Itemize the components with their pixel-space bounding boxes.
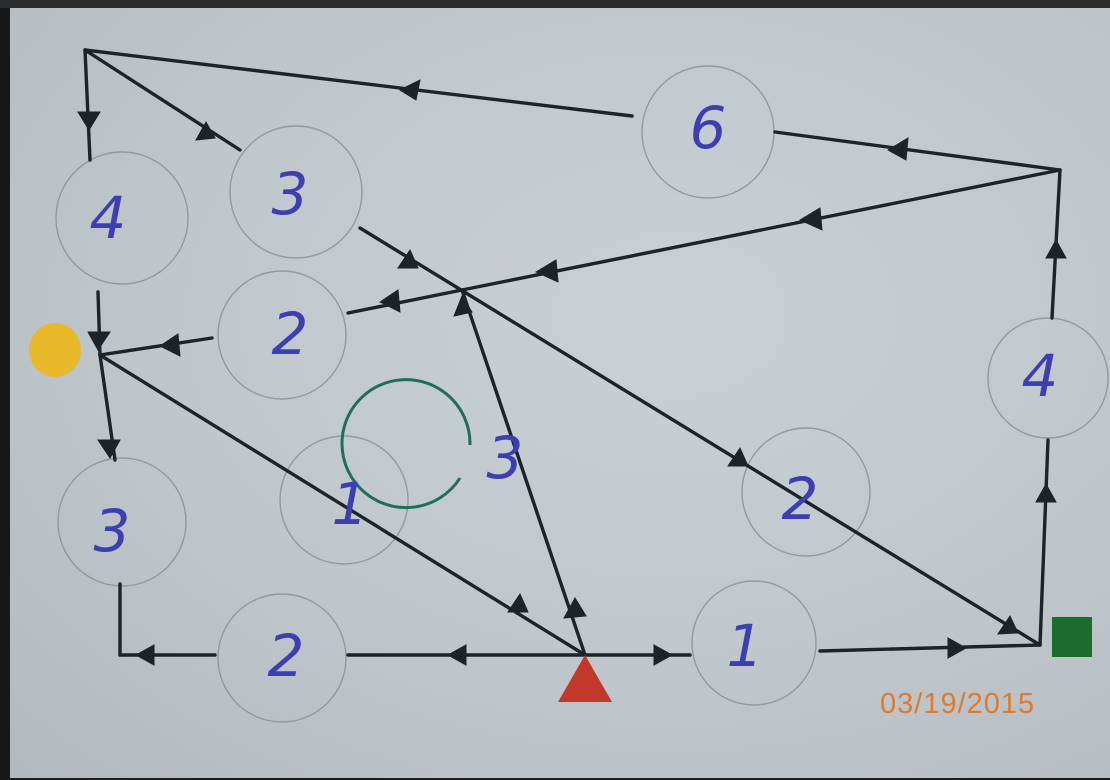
- edge-line: [460, 288, 587, 657]
- weight-circle: [229, 125, 363, 259]
- edge-line: [773, 130, 1062, 172]
- edge-line: [98, 353, 587, 657]
- arrowhead: [446, 644, 467, 666]
- arrowhead: [397, 248, 419, 269]
- weight-circle: [987, 317, 1109, 439]
- arrowhead: [997, 614, 1019, 635]
- arrowhead: [563, 597, 587, 619]
- arrowhead: [507, 592, 529, 613]
- edge-line: [98, 336, 214, 357]
- arrowhead: [97, 439, 121, 459]
- weight-label: 3: [94, 497, 131, 565]
- arrowhead: [1035, 482, 1057, 503]
- weight-circle: [57, 457, 187, 587]
- arrowhead: [379, 289, 401, 313]
- edge-line: [358, 226, 1042, 647]
- arrowhead: [134, 644, 155, 666]
- weight-label: 6: [690, 94, 727, 162]
- edge-line: [83, 48, 634, 118]
- arrowhead: [453, 294, 473, 317]
- arrowhead: [1045, 238, 1067, 259]
- arrowhead: [159, 333, 181, 357]
- edge-line: [83, 48, 242, 152]
- weight-circle: [217, 270, 347, 400]
- arrowhead: [87, 331, 111, 351]
- arrowhead: [653, 644, 674, 666]
- weight-label: 1: [332, 470, 369, 538]
- arrowhead: [77, 111, 101, 131]
- weight-circle: [55, 151, 189, 285]
- weight-label: 3: [487, 424, 524, 492]
- arrowhead: [195, 120, 216, 141]
- edge-line: [346, 288, 464, 315]
- weight-circle: [691, 580, 817, 706]
- arrowhead: [887, 137, 909, 161]
- arrowhead: [947, 637, 968, 659]
- weight-label: 1: [727, 612, 764, 680]
- highlighted-weight-circle: [340, 378, 472, 510]
- arrowhead: [398, 79, 421, 101]
- weight-label: 2: [272, 300, 309, 368]
- weight-circle: [217, 593, 347, 723]
- end-square-marker: [1052, 617, 1092, 657]
- weight-label: 4: [90, 184, 127, 252]
- edge-line: [460, 168, 1062, 292]
- arrowhead: [534, 259, 559, 283]
- weight-circle: [279, 435, 409, 565]
- weight-label: 3: [272, 160, 309, 228]
- edge-line: [83, 48, 92, 162]
- edge-line: [818, 643, 1042, 653]
- weight-label: 4: [1022, 342, 1059, 410]
- date-stamp: 03/19/2015: [880, 688, 1036, 720]
- yellow-dot-marker: [29, 323, 81, 377]
- edge-line: [1038, 438, 1050, 647]
- arrowhead: [727, 446, 749, 467]
- weight-circle: [741, 427, 871, 557]
- weight-label: 2: [782, 465, 819, 533]
- start-triangle-marker: [558, 655, 612, 702]
- arrowhead: [798, 207, 823, 231]
- weight-label: 2: [268, 622, 305, 690]
